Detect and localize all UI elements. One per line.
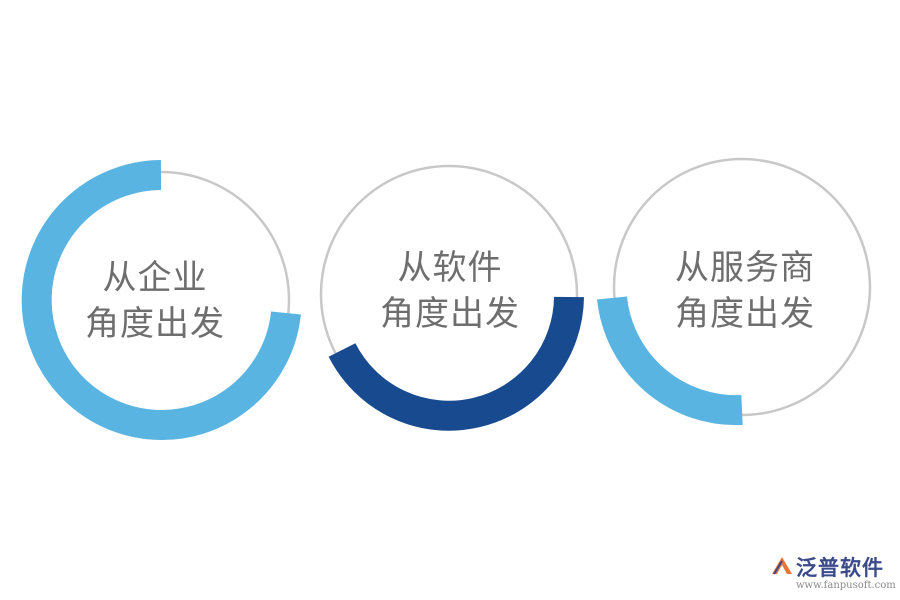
- node-line2: 角度出发: [675, 294, 815, 334]
- node-line1: 从软件: [397, 248, 503, 288]
- node-text-software: 从软件 角度出发: [350, 245, 550, 337]
- node-line2: 角度出发: [85, 304, 225, 344]
- node-line2: 角度出发: [380, 294, 520, 334]
- arc-software-progress: [328, 296, 584, 431]
- logo-url: www.fanpusoft.com: [796, 580, 896, 591]
- node-line1: 从服务商: [675, 248, 815, 288]
- node-line1: 从企业: [102, 258, 208, 298]
- brand-logo: 泛普软件 www.fanpusoft.com: [770, 552, 896, 596]
- node-text-enterprise: 从企业 角度出发: [55, 255, 255, 347]
- logo-name: 泛普软件: [796, 556, 884, 580]
- circle-software: [319, 164, 584, 431]
- arc-enterprise-progress: [21, 160, 301, 440]
- arc-service-progress: [597, 296, 743, 426]
- circle-enterprise: [21, 160, 301, 440]
- circle-service: [597, 157, 872, 426]
- logo-mark-icon: [772, 557, 792, 575]
- node-text-service: 从服务商 角度出发: [645, 245, 845, 337]
